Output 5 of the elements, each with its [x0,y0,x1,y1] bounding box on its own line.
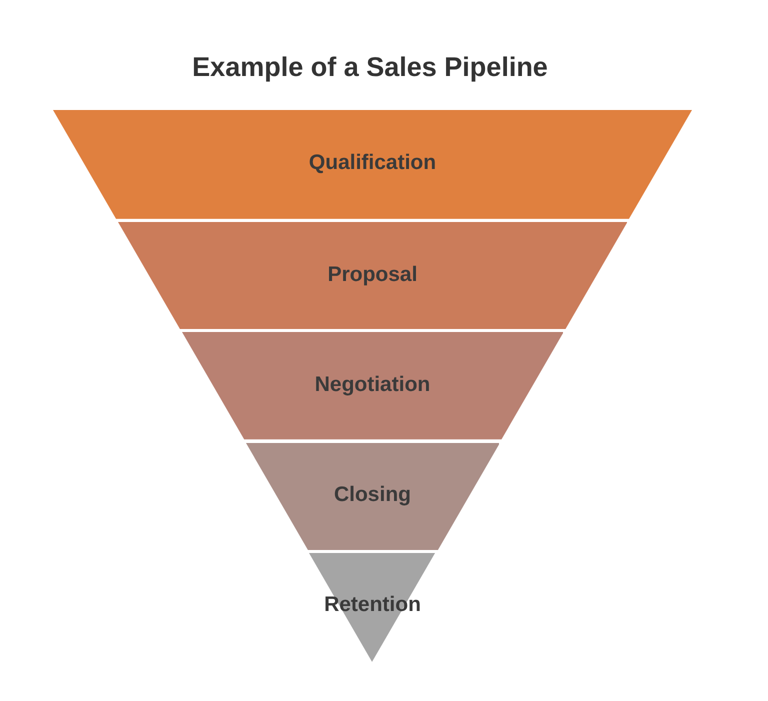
stage-label: Closing [332,483,412,508]
stage-label: Qualification [308,151,438,176]
stage-label: Negotiation [314,372,432,397]
stage-label: Proposal [326,262,418,287]
diagram-title: Example of a Sales Pipeline [191,52,549,83]
